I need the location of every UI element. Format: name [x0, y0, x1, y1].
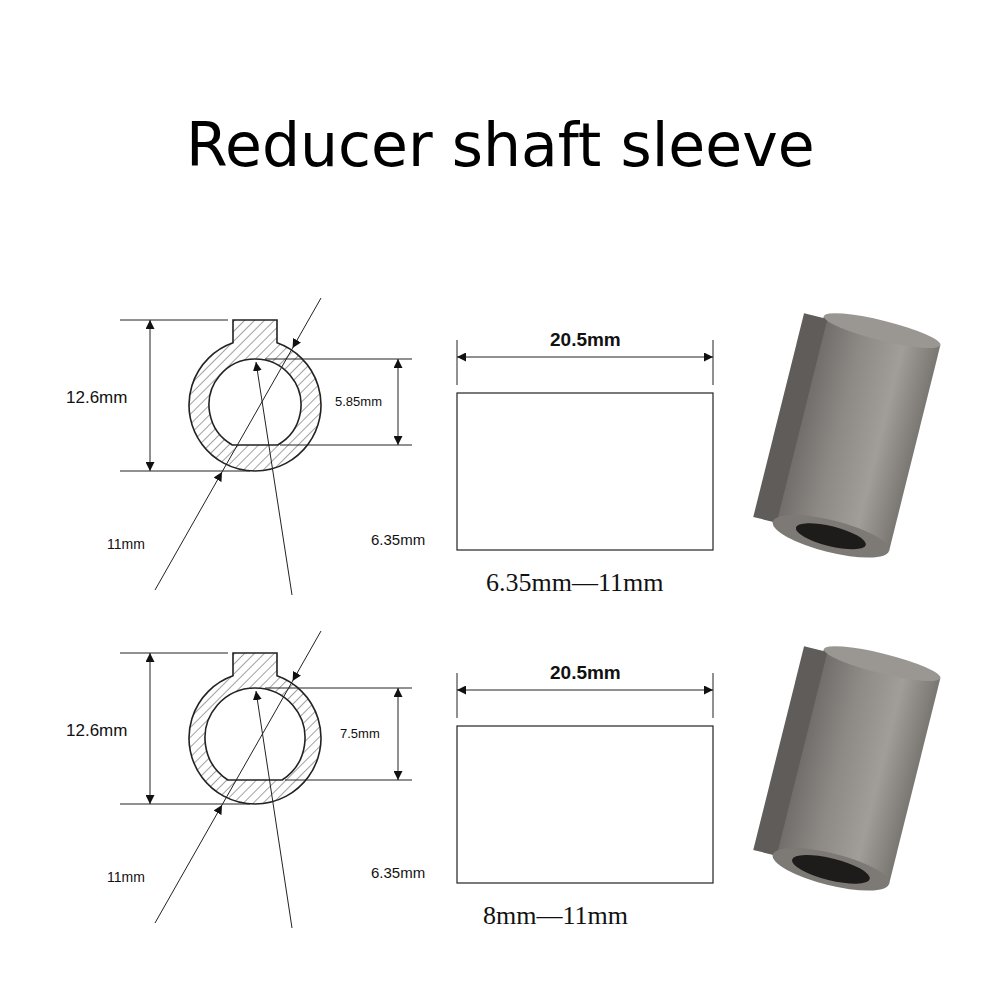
sleeve-key — [753, 646, 827, 856]
extension-line — [457, 673, 458, 718]
size-label: 6.35mm—11mm — [486, 569, 663, 598]
leader-line — [155, 805, 222, 923]
dimension-line — [457, 690, 713, 691]
extension-line — [713, 340, 714, 385]
side-view — [457, 393, 713, 550]
extension-line — [457, 340, 458, 385]
leader-line — [256, 691, 292, 928]
leader-line — [293, 298, 321, 348]
sleeve-end — [769, 506, 893, 566]
sleeve-section — [189, 653, 321, 804]
sleeve-section — [189, 320, 321, 471]
sleeve-top — [822, 306, 943, 354]
sleeve-photo — [749, 302, 942, 567]
sleeve-end — [769, 839, 893, 899]
dimension-label: 12.6mm — [66, 389, 127, 408]
sleeve-bore — [789, 849, 872, 890]
dimension-label: 12.6mm — [66, 722, 127, 741]
extension-line — [265, 688, 412, 689]
sleeve-key — [753, 313, 827, 523]
dimension-label: 11mm — [107, 537, 145, 552]
extension-line — [120, 471, 250, 472]
sleeve-bore — [794, 518, 869, 555]
extension-line — [120, 653, 228, 654]
size-label: 8mm—11mm — [483, 902, 628, 931]
dimension-label: 11mm — [107, 870, 145, 885]
leader-line — [222, 348, 293, 472]
leader-line — [155, 472, 222, 590]
sleeve-top — [822, 639, 943, 687]
dimension-label: 20.5mm — [550, 330, 621, 351]
dimension-line — [150, 653, 151, 804]
leader-line — [256, 362, 292, 595]
title: Reducer shaft sleeve — [186, 112, 815, 178]
extension-line — [285, 780, 412, 781]
section-view — [120, 631, 943, 928]
extension-line — [713, 673, 714, 718]
dimension-label: 7.5mm — [340, 727, 380, 741]
dimension-line — [398, 359, 399, 445]
dimension-label: 5.85mm — [335, 395, 382, 409]
dimension-label: 6.35mm — [371, 865, 425, 882]
dimension-label: 6.35mm — [371, 532, 425, 549]
dimension-label: 20.5mm — [550, 663, 621, 684]
side-view — [457, 726, 713, 883]
dimension-line — [398, 688, 399, 780]
extension-line — [280, 445, 412, 446]
sleeve-photo — [749, 635, 942, 900]
section-view — [120, 298, 943, 595]
extension-line — [120, 320, 228, 321]
leader-line — [293, 631, 321, 681]
dimension-line — [150, 320, 151, 471]
extension-line — [120, 804, 250, 805]
dimension-line — [457, 357, 713, 358]
